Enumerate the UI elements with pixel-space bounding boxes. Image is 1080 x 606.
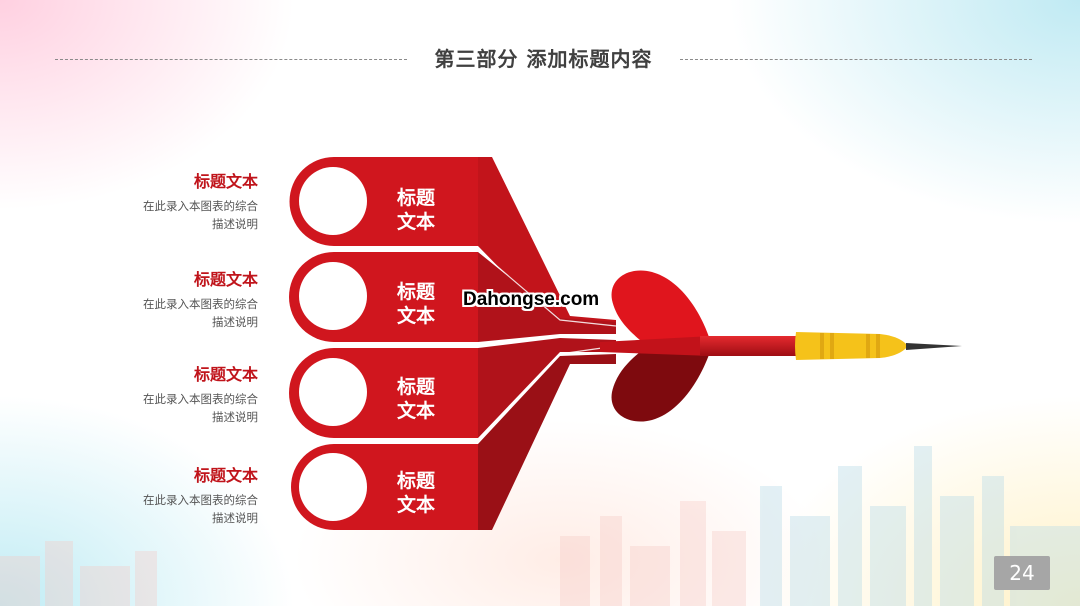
item-desc-line1: 在此录入本图表的综合: [143, 199, 258, 213]
dart-barrel: [795, 332, 908, 360]
tab-label-line2: 文本: [396, 305, 435, 327]
header-divider-right: [680, 59, 1032, 60]
tab-label-4: 标题 文本: [382, 469, 450, 517]
tab-label-line1: 标题: [396, 470, 435, 492]
item-desc-line1: 在此录入本图表的综合: [143, 392, 258, 406]
item-text-4: 标题文本 在此录入本图表的综合 描述说明: [100, 465, 258, 527]
tab-label-line1: 标题: [396, 187, 435, 209]
item-desc-line2: 描述说明: [212, 511, 258, 525]
item-text-1: 标题文本 在此录入本图表的综合 描述说明: [100, 171, 258, 233]
tab-label-line1: 标题: [396, 376, 435, 398]
item-desc-line1: 在此录入本图表的综合: [143, 493, 258, 507]
watermark: Dahongse.com: [463, 289, 600, 310]
item-text-2: 标题文本 在此录入本图表的综合 描述说明: [100, 269, 258, 331]
item-desc-line2: 描述说明: [212, 217, 258, 231]
header-divider-left: [55, 59, 407, 60]
dart-connector-fans: [477, 157, 617, 530]
dart-shaft: [700, 336, 800, 356]
tab-label-line2: 文本: [396, 400, 435, 422]
item-desc-line2: 描述说明: [212, 410, 258, 424]
tab-circles: [299, 167, 367, 521]
item-title: 标题文本: [193, 466, 258, 485]
dart-fletching: [600, 270, 712, 422]
tab-label-line2: 文本: [396, 494, 435, 516]
item-text-3: 标题文本 在此录入本图表的综合 描述说明: [100, 364, 258, 426]
page-title: 第三部分 添加标题内容: [434, 47, 653, 71]
item-title: 标题文本: [193, 172, 258, 191]
tab-label-1: 标题 文本: [382, 186, 450, 234]
tab-label-3: 标题 文本: [382, 375, 450, 423]
tab-label-2: 标题 文本: [382, 280, 450, 328]
dart-tip: [906, 343, 962, 350]
item-desc-line1: 在此录入本图表的综合: [143, 297, 258, 311]
tab-label-line1: 标题: [396, 281, 435, 303]
item-title: 标题文本: [193, 270, 258, 289]
item-title: 标题文本: [193, 365, 258, 384]
page-number: 24: [994, 556, 1050, 590]
item-desc-line2: 描述说明: [212, 315, 258, 329]
tab-label-line2: 文本: [396, 211, 435, 233]
